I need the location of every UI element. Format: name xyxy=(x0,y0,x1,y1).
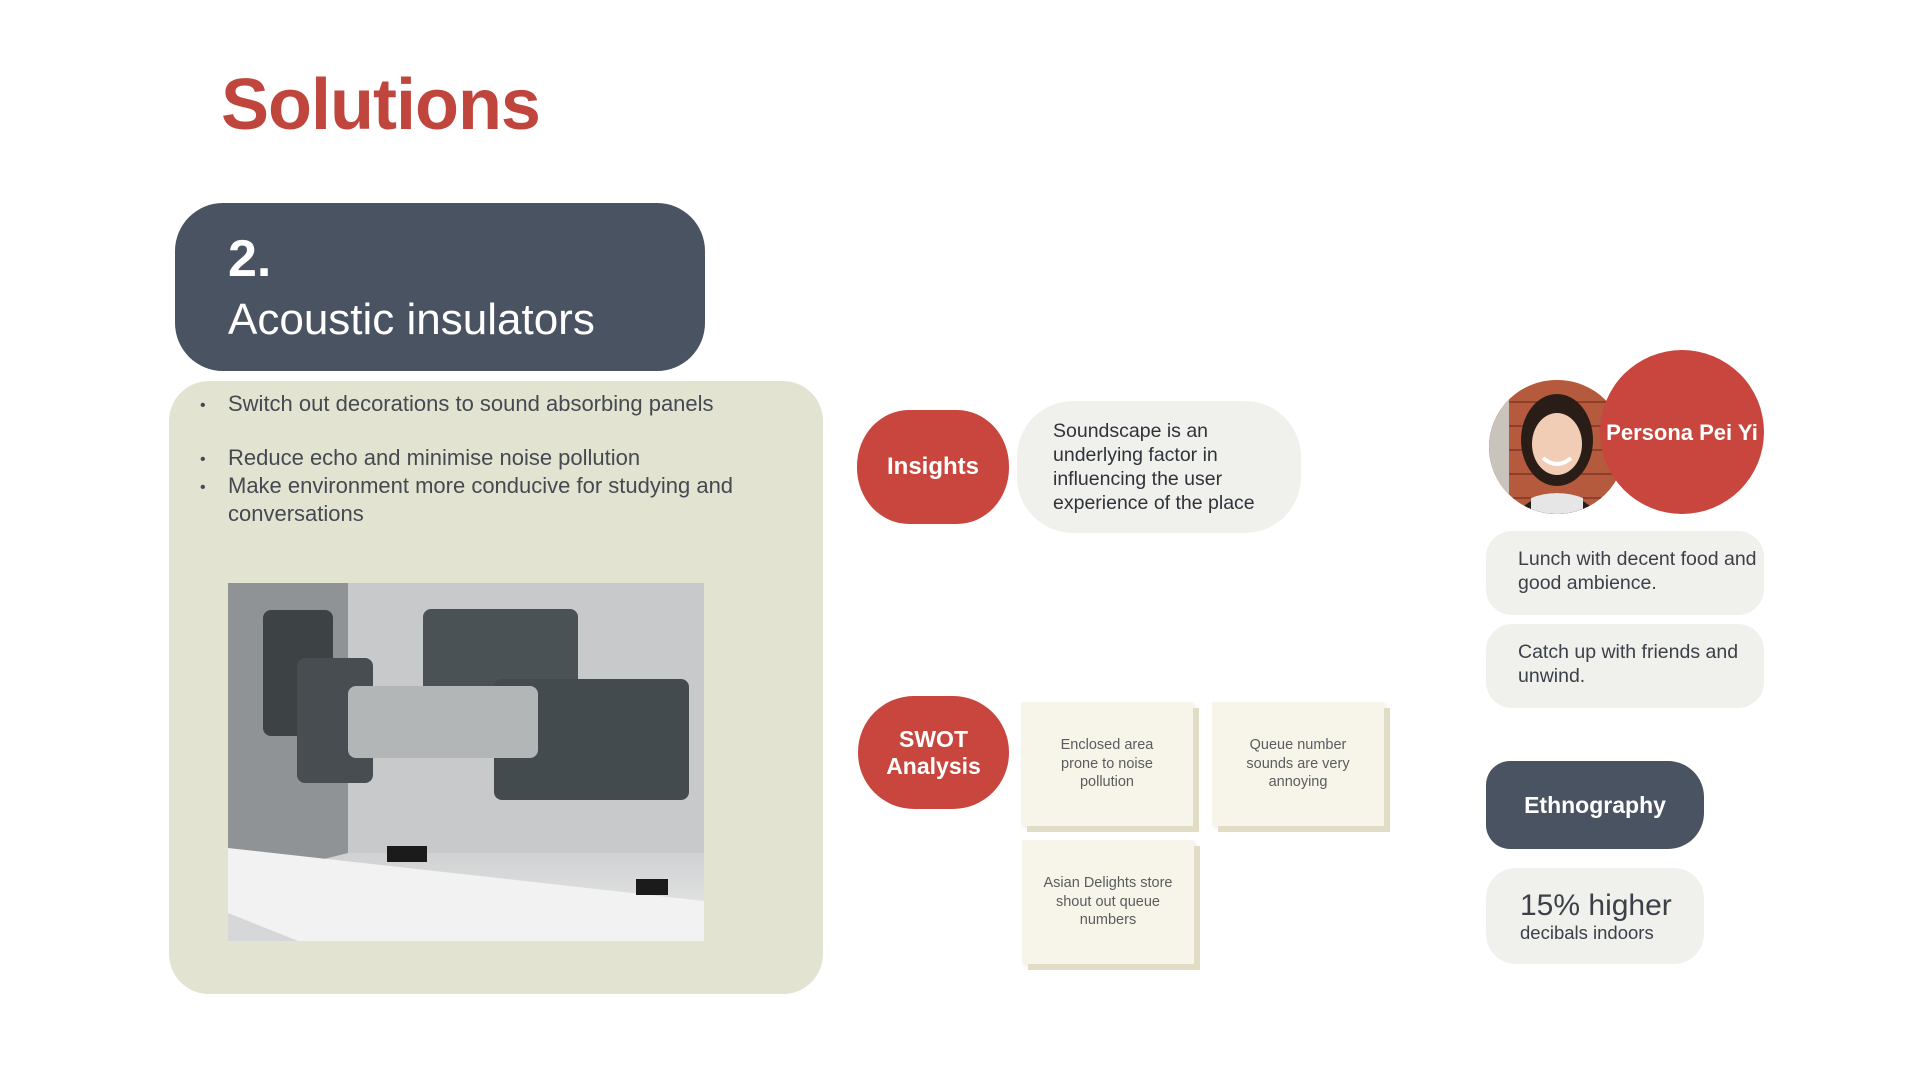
stat-caption: decibals indoors xyxy=(1520,922,1654,943)
stat-value: 15% higher xyxy=(1520,889,1672,922)
solution-number: 2. xyxy=(228,230,272,288)
solution-name: Acoustic insulators xyxy=(228,295,595,344)
ethnography-label: Ethnography xyxy=(1486,761,1704,849)
swot-sticky-note: Enclosed area prone to noise pollution xyxy=(1021,702,1193,826)
swot-sticky-note: Queue number sounds are very annoying xyxy=(1212,702,1384,826)
ethnography-stat-card: 15% higher decibals indoors xyxy=(1486,868,1704,964)
bullet-item: Reduce echo and minimise noise pollution xyxy=(200,444,760,474)
page-title: Solutions xyxy=(221,65,541,145)
persona-note: Lunch with decent food and good ambience… xyxy=(1486,531,1764,615)
persona-note: Catch up with friends and unwind. xyxy=(1486,624,1764,708)
bullet-item: Switch out decorations to sound absorbin… xyxy=(200,390,760,420)
persona-badge: Persona Pei Yi xyxy=(1600,350,1764,514)
swot-label: SWOT Analysis xyxy=(858,696,1009,809)
insights-text: Soundscape is an underlying factor in in… xyxy=(1017,401,1301,533)
persona-avatar xyxy=(1489,380,1625,514)
insights-label: Insights xyxy=(857,410,1009,524)
solution-header: 2. Acoustic insulators xyxy=(175,203,705,371)
acoustic-panels-photo xyxy=(228,583,704,941)
bullet-item: Make environment more conducive for stud… xyxy=(200,472,760,528)
acoustic-panels-illustration xyxy=(228,583,704,941)
solution-bullet-list: Switch out decorations to sound absorbin… xyxy=(200,390,760,528)
swot-sticky-note: Asian Delights store shout out queue num… xyxy=(1022,840,1194,964)
